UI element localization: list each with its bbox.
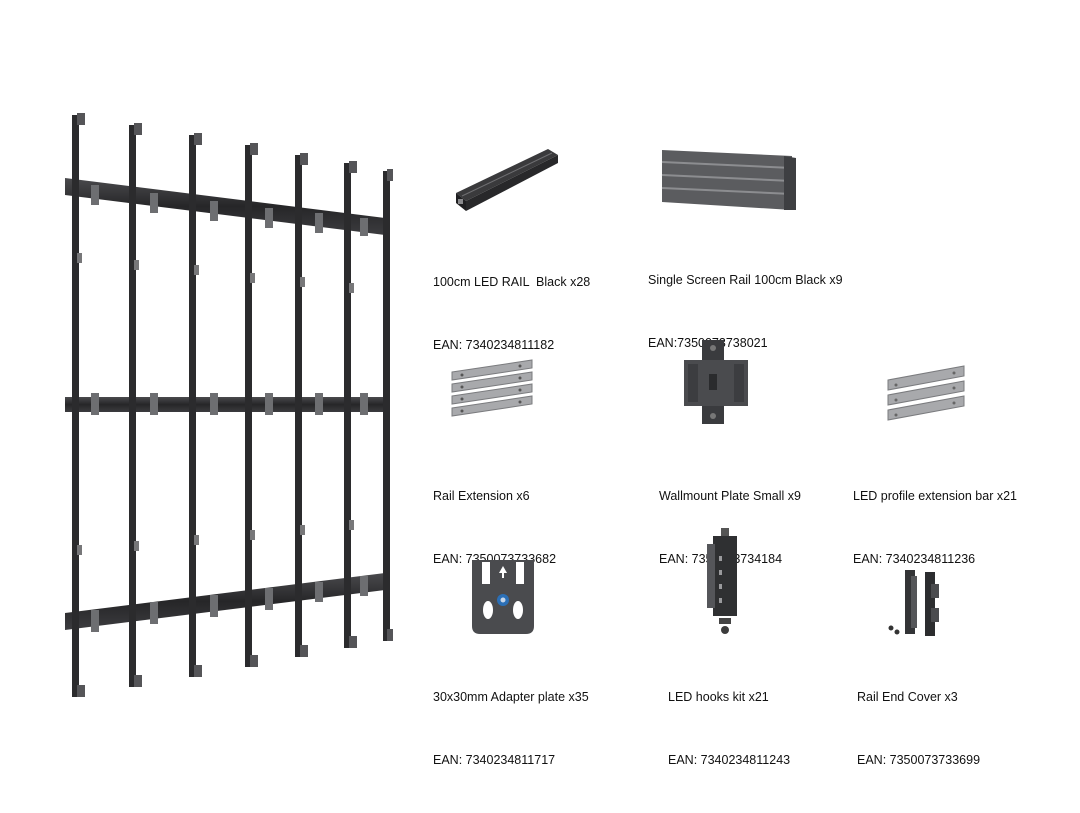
product-caption-adapter-plate: 30x30mm Adapter plate x35 EAN: 734023481… <box>433 645 589 813</box>
product-ean: EAN: 7350073733699 <box>857 753 981 767</box>
rail-extension-icon <box>451 359 533 417</box>
product-caption-extension-bar: LED profile extension bar x21 EAN: 73402… <box>853 444 1017 612</box>
product-name: 30x30mm Adapter plate x35 <box>433 690 589 704</box>
product-ean: EAN: 7340234811182 <box>433 338 555 352</box>
product-ean: EAN: 7340234811236 <box>853 552 976 566</box>
product-caption-led-rail: 100cm LED RAIL Black x28 EAN: 7340234811… <box>433 230 590 398</box>
extension-bar-icon <box>887 365 965 421</box>
product-name: 100cm LED RAIL Black x28 <box>433 275 591 289</box>
wallmount-plate-icon <box>684 340 748 424</box>
product-name: LED hooks kit x21 <box>668 690 769 704</box>
adapter-plate-icon <box>472 560 534 634</box>
assembled-frame-image <box>65 113 393 697</box>
product-name: Single Screen Rail 100cm Black x9 <box>648 273 843 287</box>
product-name: LED profile extension bar x21 <box>853 489 1017 503</box>
screen-rail-icon <box>661 150 796 210</box>
product-ean: EAN: 7340234811717 <box>433 753 556 767</box>
end-cover-icon <box>888 570 939 636</box>
product-name: Rail Extension x6 <box>433 489 530 503</box>
product-caption-hooks-kit: LED hooks kit x21 EAN: 7340234811243 <box>668 645 790 813</box>
product-caption-end-cover: Rail End Cover x3 EAN: 7350073733699 <box>857 645 980 813</box>
hooks-kit-icon <box>707 528 737 634</box>
led-rail-icon <box>456 149 558 211</box>
product-name: Wallmount Plate Small x9 <box>659 489 801 503</box>
product-ean: EAN: 7340234811243 <box>668 753 791 767</box>
product-name: Rail End Cover x3 <box>857 690 958 704</box>
